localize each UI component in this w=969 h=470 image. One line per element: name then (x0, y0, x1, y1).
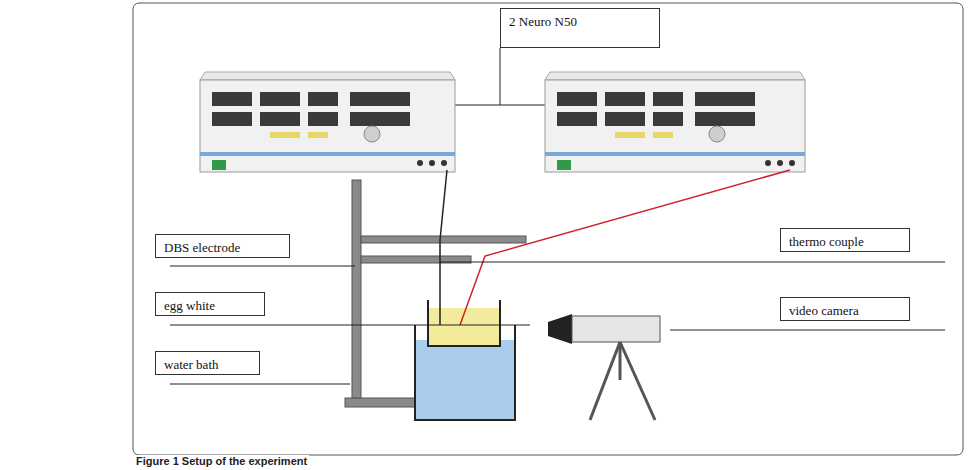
label-box: 2 Neuro N50 (500, 8, 660, 48)
stimulator-device (545, 72, 805, 172)
label-text: water bath (164, 357, 219, 373)
figure-caption: Figure 1 Setup of the experiment (134, 455, 309, 467)
video-camera (548, 314, 660, 420)
label-box: video camera (780, 297, 910, 321)
frame (133, 3, 963, 455)
water-bath (415, 300, 515, 420)
electrode-wire (440, 170, 447, 325)
label-text: DBS electrode (164, 240, 240, 256)
label-text: video camera (789, 303, 859, 319)
label-text: 2 Neuro N50 (509, 14, 577, 30)
leader-lines (170, 262, 945, 384)
label-text: egg white (164, 298, 215, 314)
label-box: water bath (155, 351, 260, 375)
label-box: DBS electrode (155, 234, 290, 258)
thermocouple-wire (460, 170, 790, 325)
label-box: thermo couple (780, 228, 910, 252)
label-text: thermo couple (789, 234, 864, 250)
label-box: egg white (155, 292, 265, 316)
stimulator-device (200, 72, 455, 172)
